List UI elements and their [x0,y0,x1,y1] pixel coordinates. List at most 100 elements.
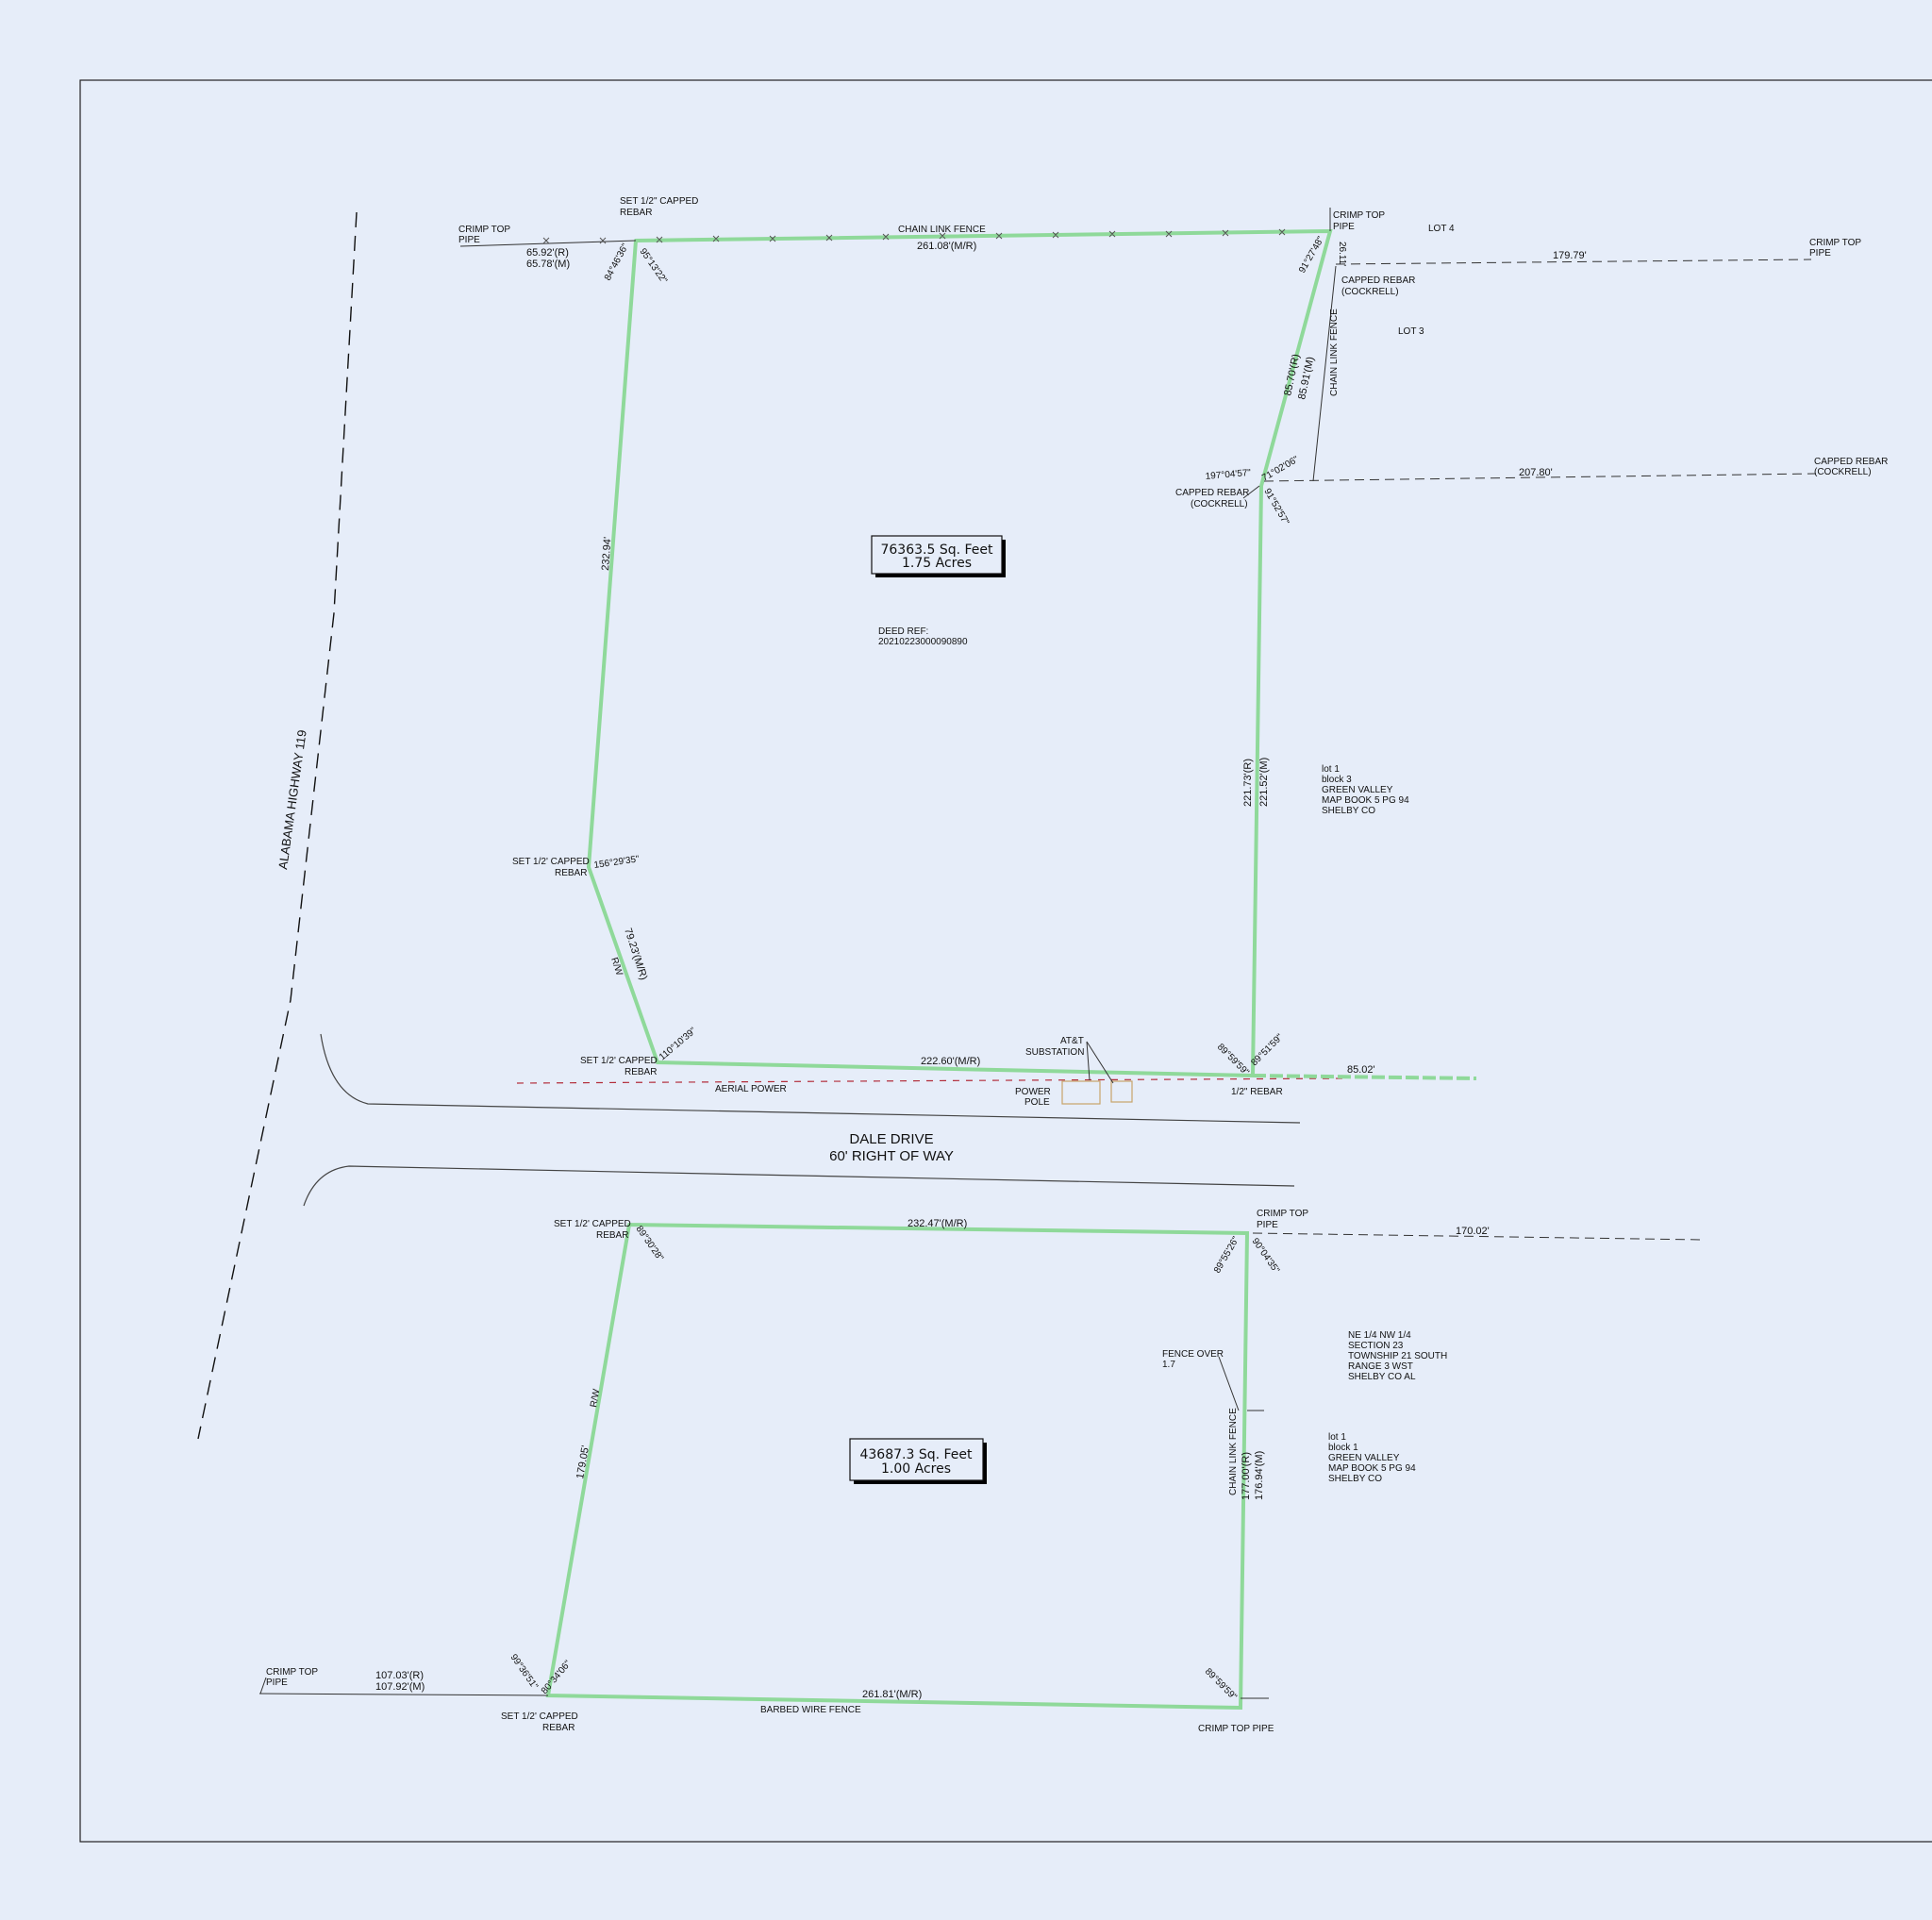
label-set-rebar-nw-lower-2: REBAR [596,1230,628,1241]
south-extension [1252,1074,1477,1080]
label-set-rebar-sw-lower-2: REBAR [542,1723,575,1733]
upper-parcel-boundary [586,228,1333,1078]
area-upper-acres: 1.75 Acres [902,556,972,571]
dim-lower-ext: 170.02' [1456,1226,1490,1237]
fence-over-1: FENCE OVER [1162,1349,1224,1360]
label-cockrell-2a: CAPPED REBAR [1175,488,1249,498]
dim-lot4-line: 179.79' [1553,250,1587,261]
lot1-block3-2: block 3 [1322,775,1352,785]
dim-bottom: 261.81'(M/R) [862,1689,922,1700]
angle-a9: 89°59'59" [1215,1042,1251,1077]
label-highway: ALABAMA HIGHWAY 119 [275,729,309,871]
road-name: DALE DRIVE [849,1131,933,1147]
label-chain-link-lower: CHAIN LINK FENCE [1228,1408,1239,1495]
lot1-block1-4: MAP BOOK 5 PG 94 [1328,1463,1416,1474]
right-fence-line [1312,265,1337,482]
section-4: RANGE 3 WST [1348,1361,1413,1372]
highway-line [197,211,358,1440]
substation-box-2 [1110,1080,1133,1103]
angle-a8: 110°10'39" [658,1026,699,1062]
lot1-block1-1: lot 1 [1328,1432,1346,1443]
angle-a13: 90°04'35" [1250,1236,1282,1276]
angle-a12: 89°55'26" [1212,1235,1241,1276]
dim-south-upper: 222.60'(M/R) [921,1056,980,1067]
label-half-rebar: 1/2" REBAR [1231,1087,1283,1097]
angle-a5: 197°04'57" [1205,468,1252,482]
label-set-rebar-sw-2: REBAR [625,1067,657,1077]
lot1-block3-4: MAP BOOK 5 PG 94 [1322,795,1409,806]
label-cockrell-far-1: CAPPED REBAR [1814,457,1888,467]
label-aerial-power: AERIAL POWER [715,1084,787,1094]
dim-ne-short: 26.11' [1337,242,1347,266]
dim-west-upper: 232.94' [600,537,613,572]
label-capped-cockrell-1a: CAPPED REBAR [1341,275,1415,286]
label-cockrell-far-2: (COCKRELL) [1814,467,1872,477]
area-upper-sqft: 76363.5 Sq. Feet [880,543,993,558]
lot1-block1-2: block 1 [1328,1443,1358,1453]
area-lower-acres: 1.00 Acres [881,1461,951,1477]
label-crimp-nw-1: CRIMP TOP [458,225,510,235]
dim-east-lower-rec: 177.00'(R) [1241,1452,1252,1500]
lot3-line [1263,473,1817,482]
aerial-power-line [516,1077,1345,1084]
road-edge-south [303,1165,1295,1207]
area-box-lower [849,1438,984,1481]
label-set-rebar-sw-1: SET 1/2' CAPPED [580,1056,658,1066]
lot1-block3-3: GREEN VALLEY [1322,785,1393,795]
lot4-line [1335,259,1812,265]
angle-a1: 84°46'36" [603,242,631,282]
label-crimp-lower-ne-2: PIPE [1257,1220,1278,1230]
dim-bottom-left-rec: 107.03'(R) [375,1670,424,1681]
label-power-pole-1: POWER [1015,1087,1051,1097]
label-set-rebar-w-mid-1: SET 1/2' CAPPED [512,857,590,867]
fence-over-leader [1218,1356,1240,1411]
label-set-rebar-sw-lower-1: SET 1/2' CAPPED [501,1711,578,1722]
lot1-block1-5: SHELBY CO [1328,1474,1382,1484]
crimp-sw-leader [259,1677,267,1695]
lower-fence-ticks [1241,1410,1269,1699]
substation-box-1 [1061,1080,1101,1105]
label-crimp-se: CRIMP TOP PIPE [1198,1724,1274,1734]
label-att-1: AT&T [1060,1036,1084,1046]
label-lot4: LOT 4 [1428,224,1455,234]
dim-top: 261.08'(M/R) [917,241,976,252]
area-box-upper [871,535,1003,575]
fence-over-2: 1.7 [1162,1360,1175,1370]
angle-a16: 89°59'59" [1203,1666,1239,1702]
label-power-pole-2: POLE [1024,1097,1050,1108]
dim-bottom-left-meas: 107.92'(M) [375,1681,425,1693]
section-5: SHELBY CO AL [1348,1372,1416,1382]
label-set-rebar-nw-lower-1: SET 1/2' CAPPED [554,1219,631,1229]
dim-south-ext: 85.02' [1347,1064,1375,1076]
angle-a15: 80°34'06" [540,1659,574,1696]
dim-north-lower: 232.47'(M/R) [908,1218,967,1229]
label-set-rebar-n-2: REBAR [620,208,652,218]
angle-a6: 91°52'57" [1261,487,1291,527]
section-2: SECTION 23 [1348,1341,1404,1351]
section-1: NE 1/4 NW 1/4 [1348,1330,1411,1341]
label-crimp-ne-1: CRIMP TOP [1333,210,1385,221]
deed-ref-2: 20210223000090890 [878,637,968,647]
dim-top-left-meas: 65.78'(M) [526,259,570,270]
label-crimp-nw-2: PIPE [458,235,480,245]
lot1-block1-3: GREEN VALLEY [1328,1453,1400,1463]
label-crimp-sw-2: PIPE [266,1678,288,1688]
label-barbed-wire: BARBED WIRE FENCE [760,1705,861,1715]
dim-top-left-rec: 65.92'(R) [526,247,569,259]
label-att-2: SUBSTATION [1025,1047,1084,1058]
road-row: 60' RIGHT OF WAY [829,1148,954,1164]
lower-parcel-boundary [545,1223,1250,1711]
road-edge-north [320,1033,1301,1124]
label-set-rebar-w-mid-2: REBAR [555,868,587,878]
label-capped-cockrell-1b: (COCKRELL) [1341,287,1399,297]
lot1-block3-1: lot 1 [1322,764,1340,775]
label-crimp-ne-2: PIPE [1333,222,1355,232]
angle-a2: 95°13'22" [638,246,670,286]
area-lower-sqft: 43687.3 Sq. Feet [859,1447,973,1462]
label-crimp-lower-ne-1: CRIMP TOP [1257,1209,1308,1219]
label-lot3: LOT 3 [1398,326,1424,337]
angle-a14: 99°36'51" [508,1652,541,1692]
label-cockrell-2b: (COCKRELL) [1191,499,1248,509]
label-crimp-sw-1: CRIMP TOP [266,1667,318,1678]
